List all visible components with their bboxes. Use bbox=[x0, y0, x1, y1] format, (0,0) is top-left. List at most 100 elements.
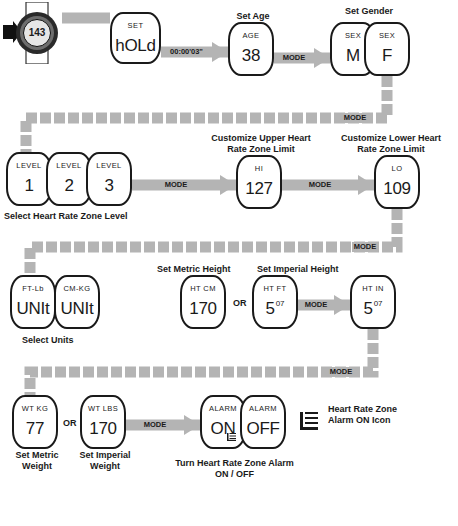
watch-reading: 143 bbox=[12, 27, 62, 39]
lcd-screen: WT KG77Set Metric Weight bbox=[12, 395, 58, 449]
screen-row: F bbox=[382, 46, 392, 66]
screen-label: LEVEL bbox=[16, 161, 41, 170]
screen-value: 3 bbox=[104, 176, 113, 196]
screen-caption: Set Imperial Weight bbox=[73, 450, 137, 471]
edge-label: 00:00'03" bbox=[168, 47, 205, 57]
screen-label: ALARM bbox=[249, 404, 277, 413]
screen-label: SEX bbox=[379, 31, 395, 40]
screen-value: ON bbox=[211, 419, 236, 439]
screen-label: SET bbox=[128, 21, 144, 30]
screen-value: 5 bbox=[265, 299, 274, 319]
screen-caption: Set Metric Weight bbox=[5, 450, 69, 471]
edge-label: MODE bbox=[163, 180, 190, 190]
screen-label: HT IN bbox=[362, 284, 383, 293]
screen-row: 2 bbox=[64, 176, 73, 196]
edge-label: MODE bbox=[307, 180, 334, 190]
caption-label: OR bbox=[63, 418, 77, 429]
screen-row: 109 bbox=[383, 179, 410, 199]
screen-row: UNIt bbox=[61, 299, 94, 319]
caption-label: Select Units bbox=[22, 335, 74, 346]
flow-arrow bbox=[161, 47, 228, 58]
screen-value: UNIt bbox=[17, 299, 50, 319]
alarm-icon-sample bbox=[300, 412, 318, 430]
screen-label: LEVEL bbox=[56, 161, 81, 170]
flow-arrow bbox=[62, 13, 110, 24]
screen-label: LEVEL bbox=[96, 161, 121, 170]
lcd-screen: CM-KGUNIt bbox=[54, 275, 100, 329]
screen-label: HT FT bbox=[263, 284, 286, 293]
lcd-screen: SEX F bbox=[364, 22, 410, 76]
flow-arrow bbox=[30, 329, 373, 395]
screen-label: HI bbox=[255, 164, 263, 173]
screen-row: 38 bbox=[242, 46, 260, 66]
screen-value: M bbox=[346, 46, 360, 66]
screen-value: 2 bbox=[64, 176, 73, 196]
screen-value: 77 bbox=[26, 419, 44, 439]
screen-label: ALARM bbox=[209, 404, 237, 413]
screen-label: WT LBS bbox=[88, 404, 118, 413]
screen-value: 170 bbox=[89, 419, 116, 439]
caption-label: Select Heart Rate Zone Level bbox=[4, 211, 128, 222]
screen-row: 3 bbox=[104, 176, 113, 196]
screen-row: 170 bbox=[89, 419, 116, 439]
screen-heading: Customize Lower Heart Rate Zone Limit bbox=[332, 133, 450, 154]
edge-label: MODE bbox=[281, 53, 308, 63]
screen-value: UNIt bbox=[61, 299, 94, 319]
screen-row: OFF bbox=[246, 419, 279, 439]
screen-heading: Customize Upper Heart Rate Zone Limit bbox=[202, 133, 320, 154]
screen-row: hOLd bbox=[115, 36, 155, 56]
screen-value: hOLd bbox=[115, 36, 155, 56]
flow-arrow bbox=[132, 180, 236, 191]
lcd-screen: Set Metric HeightHT CM170 bbox=[180, 275, 226, 329]
screen-row: 127 bbox=[245, 179, 272, 199]
flow-arrow bbox=[26, 76, 387, 152]
caption-label: Set Gender bbox=[345, 6, 393, 17]
edge-label: MODE bbox=[342, 113, 369, 123]
lcd-screen: Set AgeAGE38 bbox=[228, 22, 274, 76]
screen-heading: Set Metric Height bbox=[157, 264, 231, 275]
edge-label: MODE bbox=[328, 367, 355, 377]
screen-value: F bbox=[382, 46, 392, 66]
screen-label: LO bbox=[392, 164, 403, 173]
lcd-screen: SET hOLd bbox=[110, 12, 161, 64]
flow-arrow bbox=[282, 180, 374, 191]
lcd-screen: Customize Lower Heart Rate Zone LimitLO1… bbox=[374, 155, 420, 209]
screen-label: HT CM bbox=[190, 284, 216, 293]
screen-row: M bbox=[346, 46, 360, 66]
screen-row: 170 bbox=[189, 299, 216, 319]
caption-label: Turn Heart Rate Zone Alarm ON / OFF bbox=[172, 458, 297, 479]
screen-label: AGE bbox=[242, 31, 259, 40]
lcd-screen: ALARM OFF bbox=[240, 395, 286, 449]
lcd-screen: Set Imperial HeightHT FT507 bbox=[252, 275, 298, 329]
flow-arrow bbox=[274, 53, 330, 64]
screen-row: 507 bbox=[363, 299, 382, 319]
screen-row: UNIt bbox=[17, 299, 50, 319]
watch-display: 143 bbox=[12, 2, 62, 64]
screen-value: 5 bbox=[363, 299, 372, 319]
screen-heading: Set Age bbox=[236, 11, 269, 22]
caption-label: OR bbox=[233, 298, 247, 309]
screen-value: 07 bbox=[374, 299, 383, 309]
screen-value: OFF bbox=[246, 419, 279, 439]
screen-value: 38 bbox=[242, 46, 260, 66]
screen-row: 1 bbox=[24, 176, 33, 196]
screen-value: 1 bbox=[24, 176, 33, 196]
edge-label: MODE bbox=[352, 242, 379, 252]
lcd-screen: HT IN 507 bbox=[350, 275, 396, 329]
screen-label: FT-Lb bbox=[22, 284, 44, 293]
lcd-screen: LEVEL 3 bbox=[86, 152, 132, 206]
legend-text: Heart Rate Zone Alarm ON Icon bbox=[328, 404, 402, 425]
lcd-screen: FT-LbUNIt bbox=[10, 275, 56, 329]
screen-value: 127 bbox=[245, 179, 272, 199]
screen-label: SEX bbox=[345, 31, 361, 40]
flow-arrow bbox=[298, 300, 350, 311]
lcd-screen: Customize Upper Heart Rate Zone LimitHI1… bbox=[236, 155, 282, 209]
screen-value: 170 bbox=[189, 299, 216, 319]
screen-value: 07 bbox=[276, 299, 285, 309]
screen-heading: Set Imperial Height bbox=[257, 264, 339, 275]
screen-row: 77 bbox=[26, 419, 44, 439]
screen-row: 507 bbox=[265, 299, 284, 319]
edge-label: MODE bbox=[142, 420, 169, 430]
lcd-screen: WT LBS170Set Imperial Weight bbox=[80, 395, 126, 449]
screen-label: WT KG bbox=[22, 404, 48, 413]
